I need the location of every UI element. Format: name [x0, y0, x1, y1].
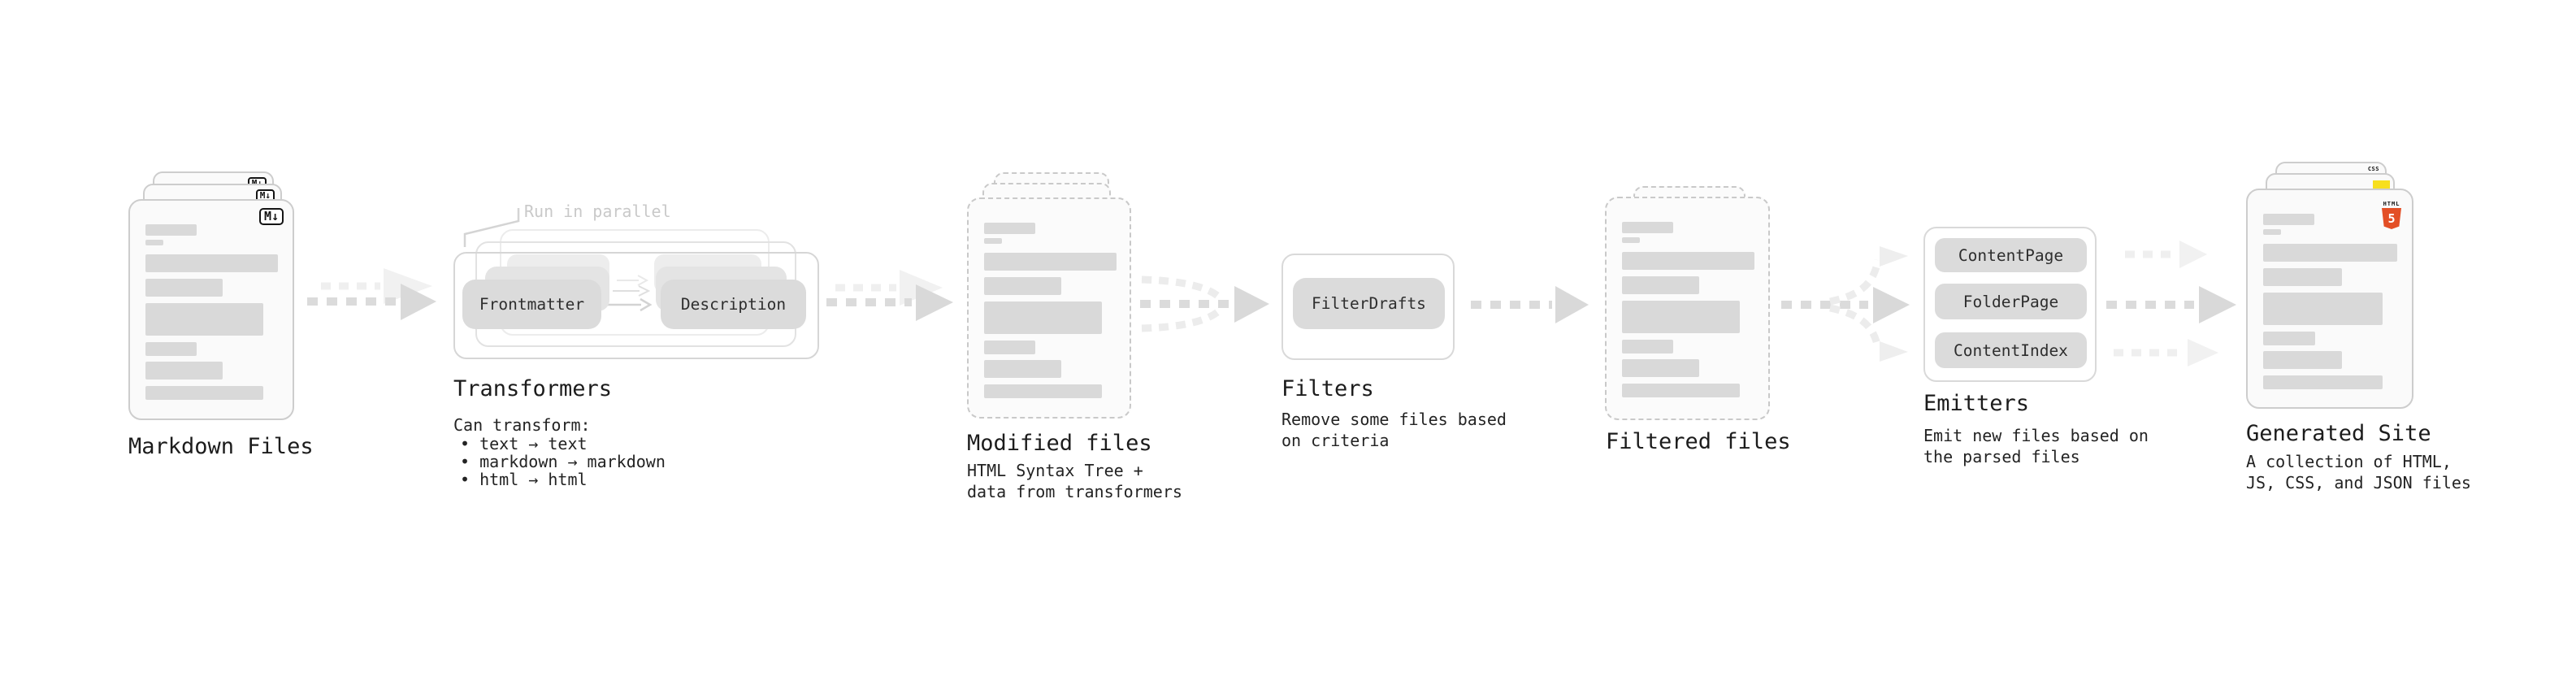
doc-content-placeholder: [1622, 222, 1754, 397]
html5-word: HTML: [2383, 201, 2400, 207]
contentindex-pill: ContentIndex: [1935, 332, 2087, 368]
transformers-title: Transformers: [453, 376, 613, 401]
filtered-doc-front: [1605, 197, 1770, 420]
pill-arrows: [607, 275, 653, 312]
html5-shield: 5: [2382, 208, 2401, 229]
emitters-title: Emitters: [1923, 391, 2030, 416]
modified-files-title: Modified files: [967, 431, 1152, 456]
bullet-item: • markdown → markdown: [460, 452, 666, 471]
doc-content-placeholder: [145, 224, 278, 400]
transformers-desc-heading: Can transform:: [453, 415, 591, 435]
filterdrafts-pill: FilterDrafts: [1293, 278, 1445, 329]
arrow-filtered-to-emitters-fan-out: [1781, 246, 1910, 362]
run-in-parallel-leader-line: [463, 208, 520, 247]
transformer-card-front: [453, 252, 819, 359]
arrow-modified-to-filters-fan-in: [1140, 275, 1269, 332]
generated-site-desc: A collection of HTML, JS, CSS, and JSON …: [2246, 452, 2471, 492]
folderpage-pill: FolderPage: [1935, 284, 2087, 319]
js-icon: [2373, 180, 2390, 189]
generated-doc-front: HTML 5: [2246, 189, 2413, 409]
arrow-transformers-to-modified: [826, 270, 953, 321]
filtered-files-title: Filtered files: [1606, 429, 1791, 454]
markdown-icon: M↓: [258, 208, 284, 225]
doc-content-placeholder: [984, 223, 1117, 398]
arrow-markdown-to-transformers: [307, 268, 436, 320]
bullet-item: • html → html: [460, 470, 588, 489]
contentpage-pill: ContentPage: [1935, 238, 2087, 272]
arrow-filters-to-filtered: [1471, 286, 1589, 323]
filters-title: Filters: [1281, 376, 1374, 401]
arrows-emitters-to-generated: [2106, 241, 2236, 367]
run-in-parallel-note: Run in parallel: [524, 202, 671, 221]
modified-files-desc: HTML Syntax Tree + data from transformer…: [967, 461, 1182, 501]
markdown-doc-front: M↓: [128, 199, 294, 420]
modified-doc-front: [967, 197, 1131, 419]
filters-desc: Remove some files based on criteria: [1281, 410, 1507, 450]
description-pill: Description: [661, 280, 806, 329]
bullet-item: • text → text: [460, 434, 588, 453]
doc-content-placeholder: [2263, 214, 2397, 389]
generated-site-title: Generated Site: [2246, 421, 2431, 446]
emitters-desc: Emit new files based on the parsed files: [1923, 426, 2149, 466]
markdown-files-title: Markdown Files: [128, 434, 314, 459]
frontmatter-pill: Frontmatter: [462, 280, 601, 329]
transformers-bullet-list: • text → text • markdown → markdown • ht…: [460, 435, 666, 488]
html5-icon: HTML 5: [2381, 201, 2402, 229]
